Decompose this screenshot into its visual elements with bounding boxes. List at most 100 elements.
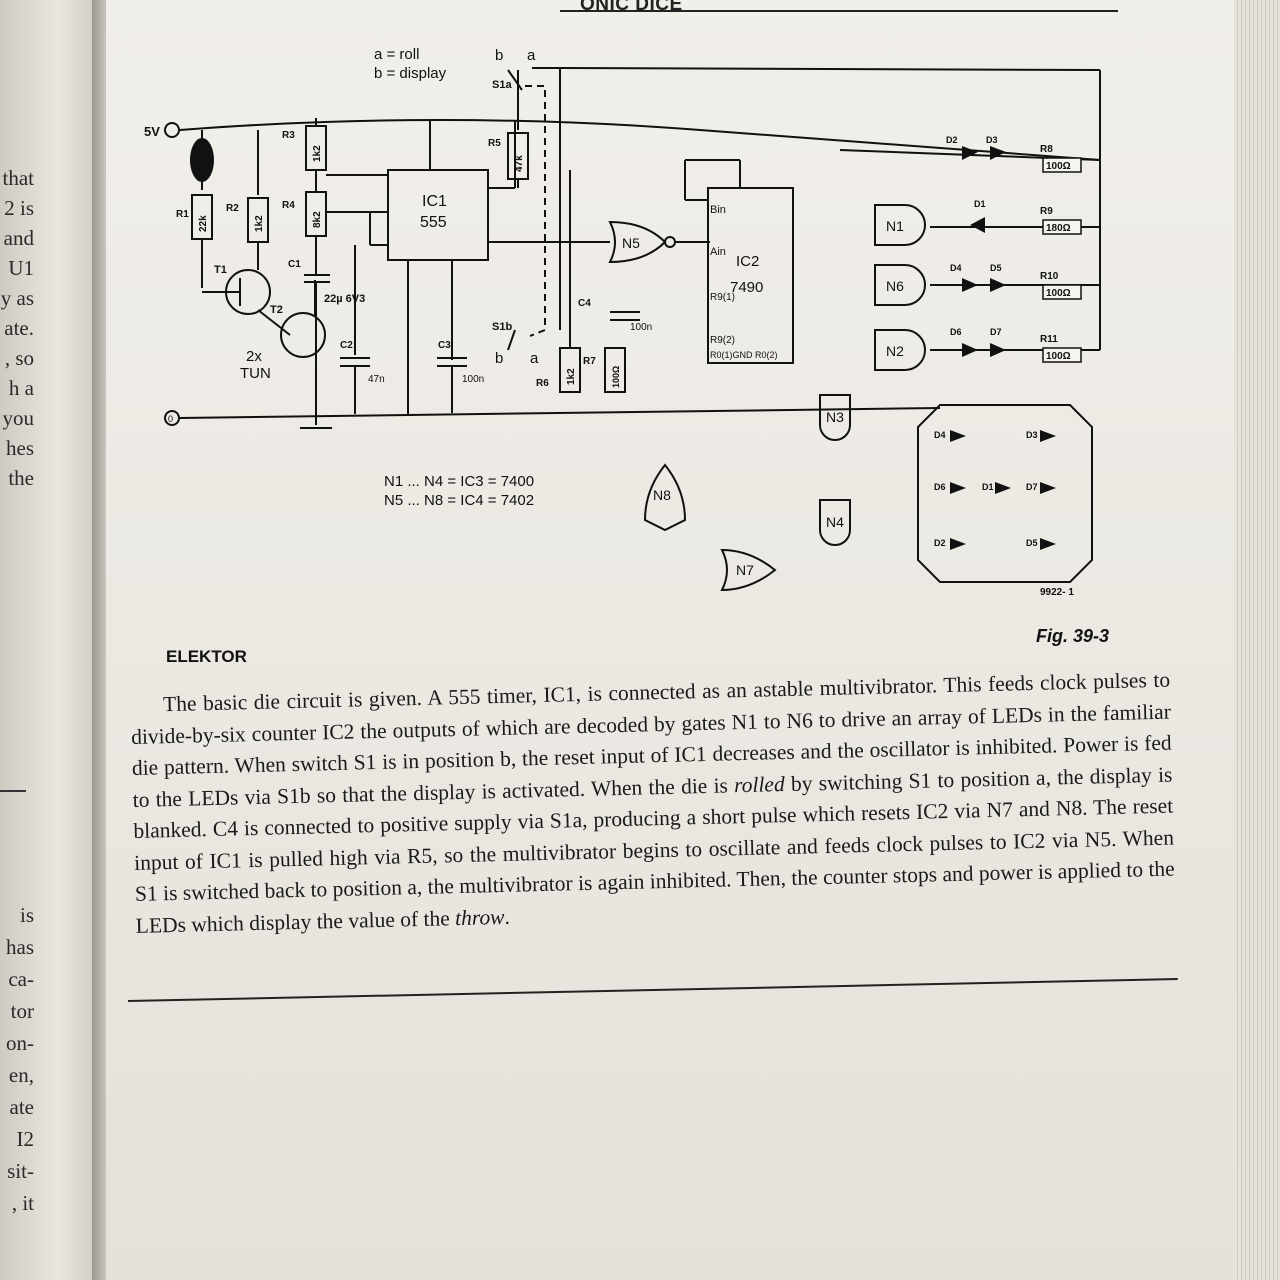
gate-n3	[819, 394, 851, 441]
left-page-fragment: y as	[0, 286, 34, 310]
left-page-fragment: the	[8, 466, 34, 490]
label-n4: N4	[826, 514, 844, 530]
left-page-fragment: that	[2, 166, 35, 190]
legend-roll: a = roll	[374, 46, 419, 63]
die-label-d2: D2	[934, 538, 946, 548]
ic1-part: 555	[420, 214, 447, 231]
left-page-fragment: on-	[6, 1031, 34, 1055]
value-r6: 1k2	[566, 368, 577, 385]
label-switch-a-top: a	[527, 47, 536, 64]
led-d3-icon	[990, 146, 1006, 160]
left-page-rule	[0, 790, 26, 792]
value-r3: 1k2	[312, 145, 323, 162]
left-page-fragment: , it	[11, 1191, 34, 1215]
left-page-fragment: h a	[8, 376, 34, 400]
die-label-d4: D4	[934, 430, 946, 440]
label-t1: T1	[214, 264, 227, 276]
label-n3: N3	[826, 409, 844, 425]
ic1-555-timer	[387, 169, 489, 261]
dice-circuit-schematic: a = roll b = display S1a S1b b a b a 5V …	[144, 46, 1101, 598]
label-r5: R5	[488, 138, 501, 149]
left-page-fragment: is	[19, 903, 34, 927]
label-s1b: S1b	[492, 321, 512, 333]
left-page-fragment: U1	[8, 256, 34, 280]
label-c2: C2	[340, 340, 353, 351]
body-paragraph: The basic die circuit is given. A 555 ti…	[130, 665, 1176, 942]
ground-rail	[179, 407, 941, 419]
page-edges	[1234, 0, 1280, 1280]
gate-n4	[819, 499, 851, 546]
resistor-r6	[559, 347, 581, 393]
gate-note-ic4: N5 ... N8 = IC4 = 7402	[384, 492, 534, 509]
chapter-header-title: ONIC DICE	[580, 0, 683, 15]
left-page-fragment: hes	[6, 436, 34, 460]
value-r1: 22k	[198, 215, 209, 232]
value-r10: 100Ω	[1046, 288, 1071, 299]
left-page-fragment: and	[3, 226, 34, 250]
resistor-r9	[1042, 219, 1082, 235]
figure-code: 9922- 1	[1040, 587, 1074, 598]
ic2-part: 7490	[730, 279, 763, 296]
label-r6: R6	[536, 378, 549, 389]
left-page-fragment: , so	[4, 346, 34, 370]
header-rule	[560, 10, 1118, 12]
label-n7: N7	[736, 562, 754, 578]
transistor-t2	[280, 312, 326, 358]
left-page-fragment: ca-	[8, 967, 34, 991]
ic2-pin-bin: Bin	[710, 204, 726, 216]
transistor-note-count: 2x	[246, 348, 262, 365]
bleed-through-text	[150, 1050, 155, 1073]
led-d1-icon	[970, 217, 985, 233]
supply-rail	[179, 119, 1101, 161]
label-s1a: S1a	[492, 79, 512, 91]
label-switch-b-top: b	[495, 47, 503, 64]
loudspeaker-icon	[190, 138, 214, 182]
resistor-r8	[1042, 157, 1082, 173]
label-r10: R10	[1040, 271, 1059, 282]
label-d4: D4	[950, 263, 962, 273]
label-r3: R3	[282, 130, 295, 141]
value-r8: 100Ω	[1046, 161, 1071, 172]
label-d5: D5	[990, 263, 1002, 273]
value-r7: 100Ω	[611, 366, 621, 388]
label-c3: C3	[438, 340, 451, 351]
left-page-fragment: en,	[8, 1063, 34, 1087]
figure-label: Fig. 39-3	[1036, 626, 1110, 646]
left-page-fragment: ate.	[4, 316, 34, 340]
die-label-d7: D7	[1026, 482, 1038, 492]
label-r11: R11	[1040, 334, 1058, 345]
ic2-pin-r0: R0(1)GND R0(2)	[710, 350, 778, 360]
label-switch-a-bottom: a	[530, 350, 539, 367]
label-n2: N2	[886, 343, 904, 359]
value-c1: 22µ 6V3	[324, 293, 365, 305]
ic2-name: IC2	[736, 253, 759, 270]
value-r11: 100Ω	[1046, 351, 1071, 362]
label-r1: R1	[176, 209, 189, 220]
ic2-pin-r91: R9(1)	[710, 292, 735, 303]
supply-terminal	[164, 122, 180, 138]
publisher-credit: ELEKTOR	[166, 647, 247, 666]
label-r9: R9	[1040, 206, 1053, 217]
value-c2: 47n	[368, 374, 385, 385]
die-label-d3: D3	[1026, 430, 1038, 440]
book-gutter	[92, 0, 110, 1280]
label-n6: N6	[886, 278, 904, 294]
led-d7-icon	[990, 343, 1006, 357]
label-r4: R4	[282, 200, 295, 211]
led-d4-icon	[962, 278, 978, 292]
led-d5-icon	[990, 278, 1006, 292]
resistor-r7	[604, 347, 626, 393]
body-text-end: .	[504, 904, 511, 929]
label-d6: D6	[950, 327, 962, 337]
led-d6-icon	[962, 343, 978, 357]
value-r4: 8k2	[312, 211, 323, 228]
transistor-note-type: TUN	[240, 365, 271, 382]
left-page-fragment: tor	[10, 999, 34, 1023]
left-page-fragment: has	[6, 935, 34, 959]
left-page-fragment: you	[2, 406, 35, 430]
die-label-d6: D6	[934, 482, 946, 492]
gate-n8	[643, 463, 687, 532]
left-page-fragment: ate	[9, 1095, 34, 1119]
label-d1: D1	[974, 199, 986, 209]
